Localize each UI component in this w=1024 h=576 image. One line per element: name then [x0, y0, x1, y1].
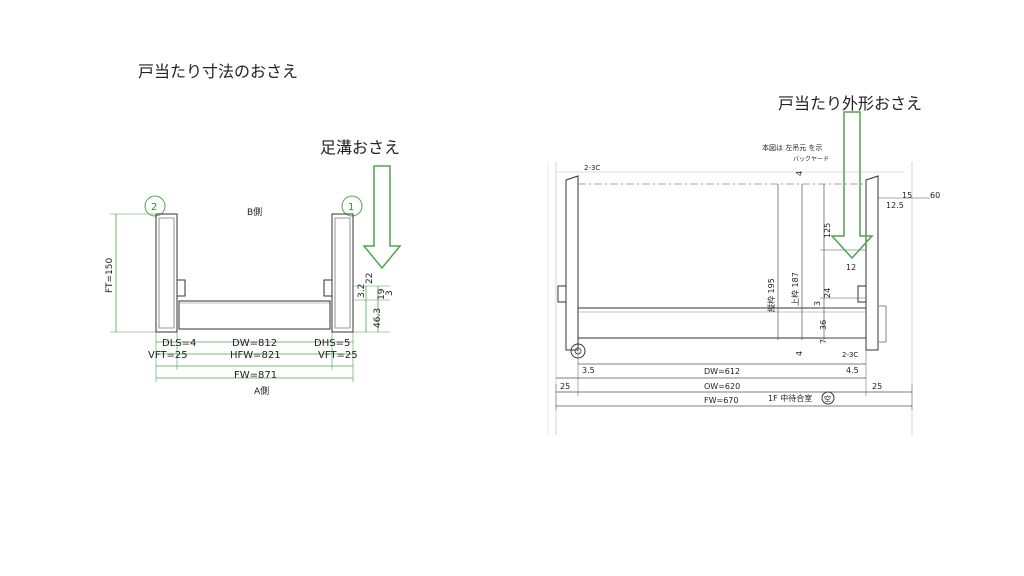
- dhs-dimension: DHS=5: [314, 338, 350, 349]
- right-door-leaf: [577, 307, 867, 339]
- dim-3-5: 3.5: [582, 366, 595, 375]
- side-a-label: A側: [254, 385, 269, 397]
- dls-dimension: DLS=4: [162, 338, 196, 349]
- dw-dimension-right: DW=612: [704, 367, 740, 376]
- dim-12-5: 12.5: [886, 201, 904, 210]
- dim-19: 19: [377, 288, 387, 300]
- ref-label-left: 2-3C: [584, 164, 600, 172]
- ft-dimension: FT=150: [105, 257, 115, 293]
- dim-36: 36: [819, 320, 828, 330]
- dim-4-bottom: 4: [795, 351, 804, 356]
- slide-title-left: 戸当たり寸法のおさえ: [138, 62, 299, 81]
- drawing-note: 本図は 左吊元 を示: [762, 143, 822, 152]
- hfw-dimension: HFW=821: [230, 350, 281, 361]
- empty-mark-label: 空: [824, 394, 831, 403]
- dim-4-5: 4.5: [846, 366, 859, 375]
- marker-circle-left: [144, 195, 166, 217]
- dim-24: 24: [823, 288, 832, 298]
- dim-15: 15: [902, 191, 912, 200]
- dim-7: 7: [819, 339, 828, 344]
- marker-label-right: 1: [348, 202, 354, 213]
- ref-label-right: 2-3C: [842, 351, 858, 359]
- down-arrow-icon: [830, 111, 874, 260]
- dim-125: 125: [823, 223, 832, 238]
- dw-dimension: DW=812: [232, 338, 277, 349]
- vertical-frame-dim: 縦枠 195: [766, 278, 776, 312]
- slide-title-right: 戸当たり外形おさえ: [778, 94, 923, 113]
- vft-right-dimension: VFT=25: [318, 350, 358, 361]
- left-drawing-labels: 2 1 B側 A側 FT=150 DLS=4 DW=812 DHS=5 VFT=…: [105, 202, 395, 397]
- right-drawing-right-jamb: [865, 175, 879, 351]
- empty-mark-circle: [821, 391, 835, 405]
- foot-channel-label: 足溝おさえ: [320, 138, 401, 157]
- right-section-drawing: [547, 111, 930, 435]
- ow-dimension: OW=620: [704, 382, 740, 391]
- left-section-drawing: [110, 165, 402, 382]
- fw-dimension-right: FW=670: [704, 396, 738, 405]
- right-drawing-labels: 2-3C 2-3C 本図は 左吊元 を示 バックヤード 15 60 12.5 4…: [560, 143, 940, 405]
- down-arrow-icon: [362, 165, 402, 270]
- dim-3: 3: [813, 301, 822, 306]
- side-b-label: B側: [247, 206, 262, 218]
- dim-25-right: 25: [872, 382, 882, 391]
- vft-left-dimension: VFT=25: [148, 350, 188, 361]
- top-frame-dim: 上枠 187: [790, 272, 800, 306]
- fw-dimension: FW=871: [234, 370, 277, 381]
- backyard-note: バックヤード: [793, 156, 829, 163]
- room-name: 1F 中待合室: [768, 393, 812, 403]
- dim-4-top: 4: [795, 171, 804, 176]
- dim-22: 22: [365, 273, 375, 284]
- marker-label-left: 2: [151, 202, 157, 213]
- marker-circle-right: [341, 195, 363, 217]
- dim-46-3: 46.3: [373, 308, 383, 328]
- dim-60: 60: [930, 191, 940, 200]
- dim-3: 3: [385, 290, 395, 296]
- door-leaf: [178, 300, 331, 330]
- dim-25-left: 25: [560, 382, 570, 391]
- right-drawing-left-jamb: [565, 175, 579, 351]
- dim-12: 12: [846, 263, 856, 272]
- dim-3-2: 3.2: [357, 284, 367, 298]
